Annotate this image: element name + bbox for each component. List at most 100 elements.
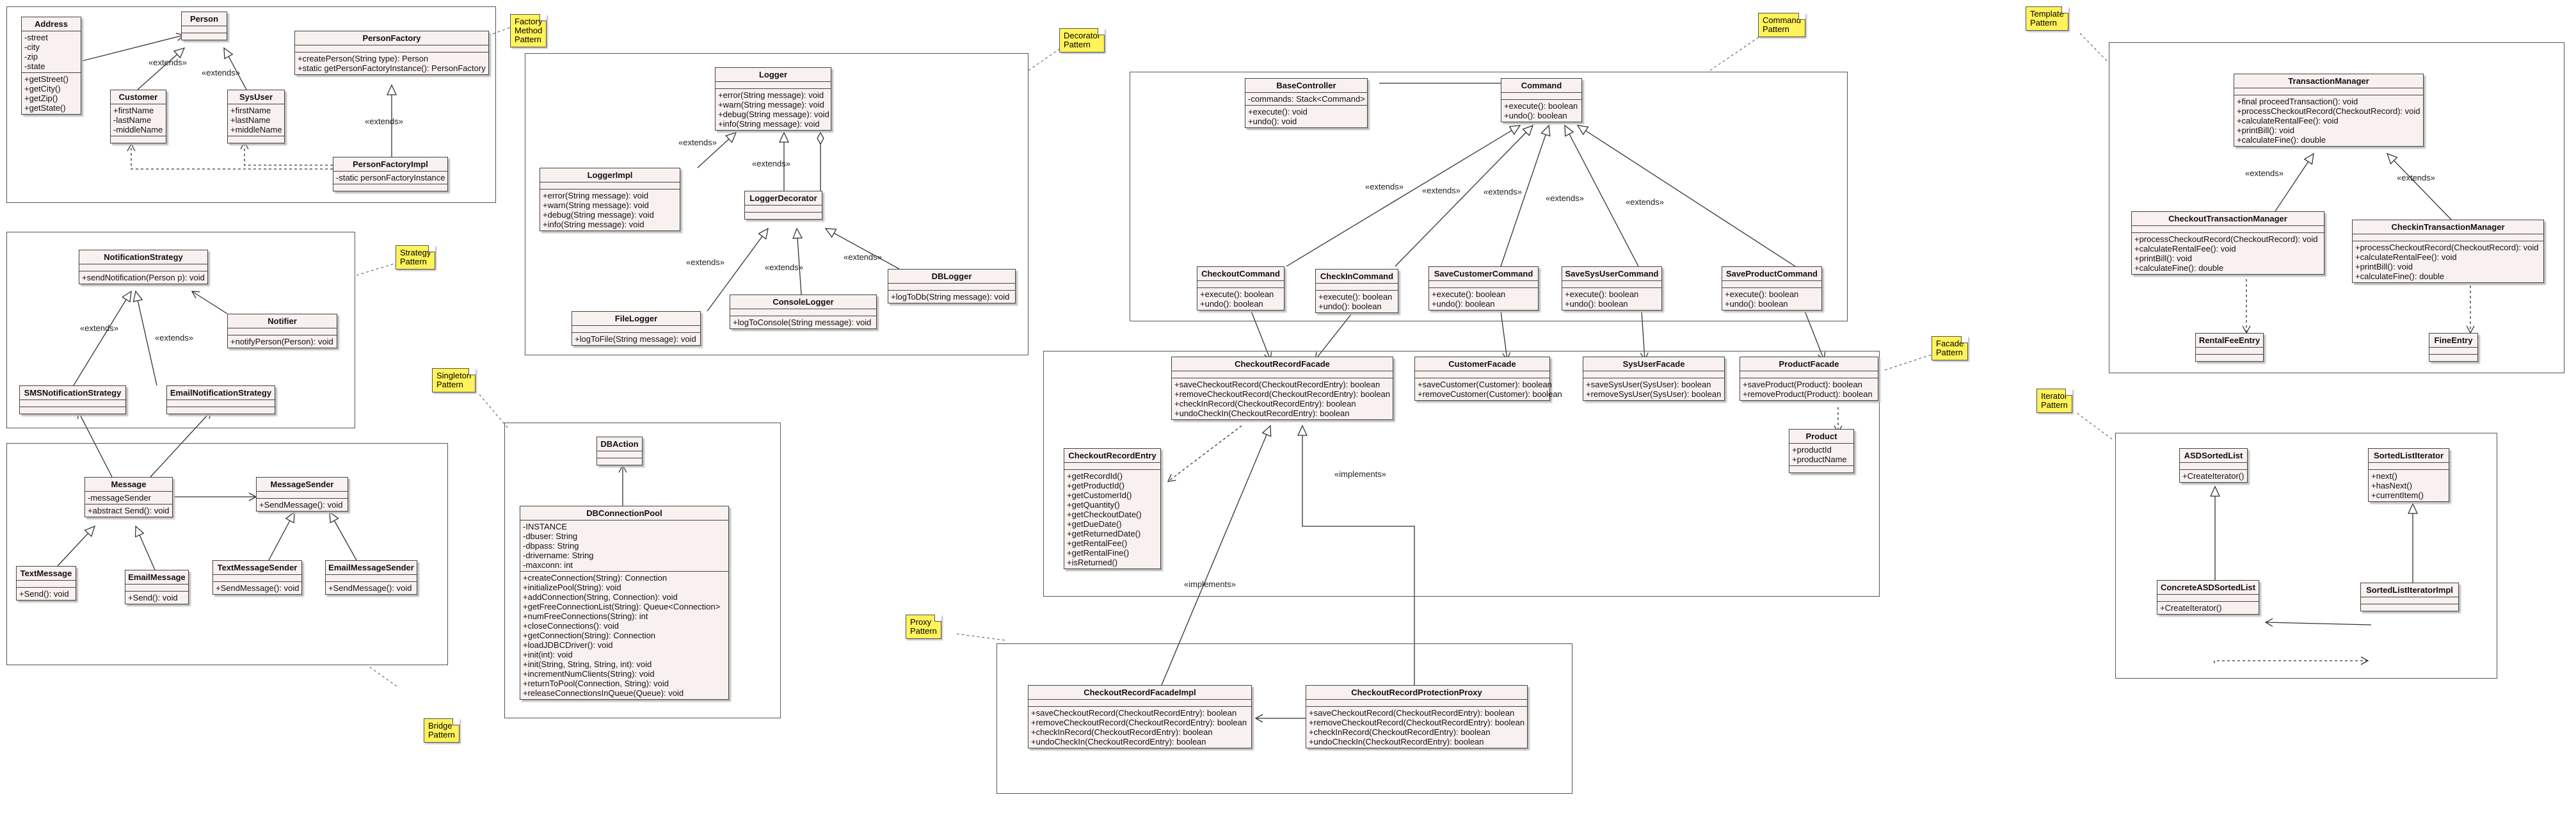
class-concreteasdsortedlist[interactable]: ConcreteASDSortedList+CreateIterator()	[2157, 580, 2259, 615]
class-checkoutcommand[interactable]: CheckoutCommand+execute(): boolean+undo(…	[1197, 266, 1284, 311]
class-dblogger[interactable]: DBLogger+logToDb(String message): void	[888, 269, 1016, 303]
class-checkoutrecordfacade[interactable]: CheckoutRecordFacade+saveCheckoutRecord(…	[1171, 357, 1393, 420]
class-operations	[182, 33, 227, 40]
operation: +info(String message): void	[543, 220, 644, 229]
class-attributes	[1429, 281, 1538, 288]
operation: +printBill(): void	[2237, 125, 2294, 135]
attribute: +lastName	[230, 115, 271, 125]
class-name: Customer	[111, 90, 166, 104]
class-person[interactable]: Person	[181, 12, 227, 40]
operation: +getZip()	[24, 93, 58, 103]
class-command[interactable]: Command+execute(): boolean+undo(): boole…	[1501, 78, 1582, 122]
label-extends: «extends»	[202, 68, 240, 77]
operation: +logToDb(String message): void	[891, 292, 1010, 302]
operation: +saveSysUser(SysUser): boolean	[1586, 380, 1711, 389]
class-sysuser[interactable]: SysUser+firstName+lastName+middleName	[227, 90, 285, 143]
class-message[interactable]: Message-messageSender+abstract Send(): v…	[84, 477, 173, 517]
class-attributes	[2353, 234, 2543, 241]
class-dbaction[interactable]: DBAction	[596, 437, 643, 465]
attribute: -static personFactoryInstance	[336, 173, 445, 182]
class-operations: +SendMessage(): void	[257, 499, 348, 511]
class-operations: +processCheckoutRecord(CheckoutRecord): …	[2132, 233, 2324, 274]
operation: +getRecordId()	[1067, 471, 1123, 481]
class-product[interactable]: Product+productId+productName	[1789, 429, 1854, 473]
class-operations: +saveCustomer(Customer): boolean+removeC…	[1415, 378, 1562, 400]
class-attributes	[257, 492, 348, 499]
class-dbconnectionpool[interactable]: DBConnectionPool-INSTANCE-dbuser: String…	[520, 506, 729, 700]
class-loggerimpl[interactable]: LoggerImpl+error(String message): void+w…	[540, 168, 680, 231]
class-operations: +execute(): boolean+undo(): boolean	[1562, 288, 1661, 310]
class-checkoutrecordprotectionproxy[interactable]: CheckoutRecordProtectionProxy+saveChecko…	[1306, 685, 1528, 748]
operation: +printBill(): void	[2355, 262, 2413, 271]
class-sortedlistiteratorimpl[interactable]: SortedListIteratorImpl	[2360, 583, 2459, 611]
class-operations: +execute(): boolean+undo(): boolean	[1722, 288, 1821, 310]
class-sysuserfacade[interactable]: SysUserFacade+saveSysUser(SysUser): bool…	[1583, 357, 1725, 401]
operation: +undo(): void	[1248, 117, 1297, 126]
class-operations: +sendNotification(Person p): void	[79, 271, 207, 284]
class-name: PersonFactoryImpl	[333, 157, 447, 172]
class-textmessage[interactable]: TextMessage+Send(): void	[16, 566, 76, 601]
class-notifier[interactable]: Notifier+notifyPerson(Person): void	[227, 314, 337, 348]
class-attributes: -messageSender	[85, 492, 172, 504]
class-fineentry[interactable]: FineEntry	[2429, 333, 2478, 362]
class-customerfacade[interactable]: CustomerFacade+saveCustomer(Customer): b…	[1414, 357, 1562, 401]
class-attributes	[1172, 371, 1393, 378]
class-operations: +getRecordId()+getProductId()+getCustome…	[1064, 470, 1160, 569]
class-emailmessage[interactable]: EmailMessage+Send(): void	[125, 570, 189, 604]
operation: +init(String, String, String, int): void	[523, 659, 652, 669]
class-attributes	[1316, 284, 1398, 291]
factory-pattern-frame	[6, 6, 496, 203]
class-notificationstrategy[interactable]: NotificationStrategy+sendNotification(Pe…	[79, 250, 208, 284]
label-extends: «extends»	[2245, 168, 2284, 178]
facade-pattern-frame	[1043, 351, 1880, 597]
class-basecontroller[interactable]: BaseController-commands: Stack<Command>+…	[1245, 78, 1368, 128]
class-operations: +Send(): void	[17, 588, 76, 600]
class-loggerdecorator[interactable]: LoggerDecorator	[744, 191, 822, 220]
class-checkoutrecordentry[interactable]: CheckoutRecordEntry+getRecordId()+getPro…	[1064, 448, 1161, 569]
class-operations: +abstract Send(): void	[85, 504, 172, 517]
class-attributes	[1583, 371, 1724, 378]
class-checkintransactionmanager[interactable]: CheckinTransactionManager+processCheckou…	[2352, 220, 2544, 283]
class-attributes	[716, 82, 831, 89]
class-address[interactable]: Address-street-city-zip-state+getStreet(…	[21, 17, 81, 115]
class-personfactory[interactable]: PersonFactory+createPerson(String type):…	[294, 31, 489, 75]
class-checkouttransactionmanager[interactable]: CheckoutTransactionManager+processChecko…	[2131, 211, 2324, 275]
operation: +initializePool(String): void	[523, 583, 621, 592]
operation: +getRentalFine()	[1067, 548, 1130, 558]
class-asdsortedlist[interactable]: ASDSortedList+CreateIterator()	[2179, 448, 2248, 483]
attribute: -middleName	[113, 125, 163, 134]
class-emailnotificationstrategy[interactable]: EmailNotificationStrategy	[166, 385, 275, 414]
class-operations: +createConnection(String): Connection+in…	[520, 572, 728, 699]
class-savesysusercommand[interactable]: SaveSysUserCommand+execute(): boolean+un…	[1562, 266, 1662, 311]
class-attributes: +firstName-lastName-middleName	[111, 104, 166, 136]
class-savecustomercommand[interactable]: SaveCustomerCommand+execute(): boolean+u…	[1428, 266, 1539, 311]
class-personfactoryimpl[interactable]: PersonFactoryImpl-static personFactoryIn…	[333, 157, 448, 191]
class-customer[interactable]: Customer+firstName-lastName-middleName	[110, 90, 166, 143]
class-attributes	[326, 575, 417, 582]
operation: +undoCheckIn(CheckoutRecordEntry): boole…	[1174, 408, 1350, 418]
class-productfacade[interactable]: ProductFacade+saveProduct(Product): bool…	[1740, 357, 1878, 401]
operation: +closeConnections(): void	[523, 621, 619, 631]
class-operations: +execute(): boolean+undo(): boolean	[1316, 291, 1398, 312]
class-smsnotificationstrategy[interactable]: SMSNotificationStrategy	[19, 385, 126, 414]
class-checkincommand[interactable]: CheckInCommand +execute(): boolean+undo()…	[1315, 269, 1398, 313]
operation: +processCheckoutRecord(CheckoutRecord): …	[2355, 243, 2539, 252]
class-name: CheckoutRecordFacadeImpl	[1028, 686, 1251, 700]
class-sortedlistiterator[interactable]: SortedListIterator+next()+hasNext()+curr…	[2368, 448, 2449, 502]
class-transactionmanager[interactable]: TransactionManager+final proceedTransact…	[2234, 74, 2424, 147]
class-messagesender[interactable]: MessageSender+SendMessage(): void	[256, 477, 348, 512]
class-saveproductcommand[interactable]: SaveProductCommand+execute(): boolean+un…	[1722, 266, 1822, 311]
class-consolelogger[interactable]: ConsoleLogger+logToConsole(String messag…	[730, 295, 877, 329]
class-emailmessagesender[interactable]: EmailMessageSender+SendMessage(): void	[325, 560, 417, 595]
class-operations: +logToDb(String message): void	[888, 291, 1015, 303]
class-checkoutrecordfacadeimpl[interactable]: CheckoutRecordFacadeImpl+saveCheckoutRec…	[1028, 685, 1252, 748]
operation: +getReturnedDate()	[1067, 529, 1141, 538]
class-name: Product	[1789, 430, 1853, 444]
class-filelogger[interactable]: FileLogger+logToFile(String message): vo…	[572, 311, 701, 346]
class-rentalfeeentry[interactable]: RentalFeeEntry	[2195, 333, 2264, 362]
class-textmessagesender[interactable]: TextMessageSender+SendMessage(): void	[212, 560, 302, 595]
class-name: CheckInCommand	[1316, 270, 1398, 284]
operation: +isReturned()	[1067, 558, 1118, 567]
label-extends: «extends»	[155, 333, 193, 343]
class-logger[interactable]: Logger+error(String message): void+warn(…	[715, 67, 831, 131]
